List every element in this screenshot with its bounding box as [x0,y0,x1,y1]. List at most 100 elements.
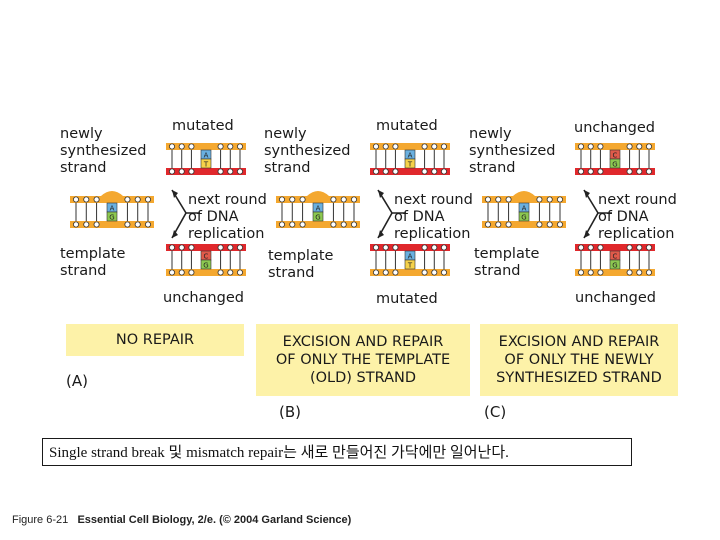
panel-a-top-duplex-node [227,168,234,175]
panel-a-top-duplex-node [178,143,185,150]
panel-c-box: EXCISION AND REPAIR OF ONLY THE NEWLY SY… [480,324,678,396]
panel-c-bottom-duplex-base-top-letter: C [613,253,618,261]
panel-a-parent-duplex-node [144,221,151,228]
panel-c-parent-duplex-node [495,196,502,203]
panel-a-bottom-duplex-node [236,269,243,276]
panel-c-top-duplex-base-top-letter: C [613,152,618,160]
panel-b-parent-duplex-base-top-letter: A [316,205,321,213]
caption-box: Single strand break 및 mismatch repair는 새… [42,438,632,466]
panel-a-parent-duplex-node [93,221,100,228]
panel-a-parent-duplex-bottom-strand [70,221,154,228]
panel-a-bottom-duplex-base-top-letter: C [204,253,209,261]
panel-c-bottom-duplex-node [587,244,594,251]
panel-a-arrow-up-head [172,190,178,198]
panel-b-top-duplex-node [421,168,428,175]
panel-a-parent-duplex-base-bottom-letter: G [109,214,114,222]
panel-b-top-duplex-node [382,143,389,150]
panel-c-parent-duplex-node [505,196,512,203]
panel-a-bottom-duplex-base-bottom [200,259,212,270]
panel-b-parent-duplex-node [278,221,285,228]
panel-a-parent-duplex-node [134,221,141,228]
panel-b-bottom-duplex-node [421,244,428,251]
panel-b-bottom-duplex-node [382,269,389,276]
panel-a-bottom-duplex-node [236,244,243,251]
panel-b-top-duplex-base-bottom [404,158,416,169]
panel-c-bottom-duplex-node [578,269,585,276]
panel-b-bottom-duplex-node [440,244,447,251]
panel-a-top-label: mutated [172,118,234,134]
panel-c-bottom-duplex-node [646,269,653,276]
panel-b-parent-duplex-node [350,196,357,203]
panel-a-top-duplex-base-bottom [200,158,212,169]
panel-b-top-duplex-node [440,143,447,150]
panel-c-top-duplex-node [578,168,585,175]
panel-a-bottom-duplex-base-bottom-letter: G [203,262,208,270]
panel-b-parent-duplex-node [278,196,285,203]
panel-c-template-label: template strand [474,246,540,279]
panel-a-bottom-duplex-node [168,269,175,276]
panel-a-top-duplex-node [217,143,224,150]
panel-a-parent-duplex-node [73,196,80,203]
credit-prefix: Figure 6-21 [12,514,69,526]
panel-a-bottom-duplex-node [217,269,224,276]
panel-c-newly-label: newly synthesized strand [469,126,556,176]
panel-c-parent-duplex-node [484,196,491,203]
panel-c-arrow-up-head [584,190,590,198]
panel-c-top-duplex-node [597,168,604,175]
panel-b-newly-label: newly synthesized strand [264,126,351,176]
panel-c-letter: (C) [484,403,507,421]
panel-c-bottom-duplex-node [597,269,604,276]
panel-b-top-duplex-base-bottom-letter: T [407,161,413,169]
panel-c-parent-duplex-node [546,196,553,203]
panel-b-bottom-duplex-base-top-letter: A [408,253,413,261]
panel-b-bottom-duplex-top-strand [370,244,450,251]
panel-b-bottom-duplex-node [421,269,428,276]
panel-a-parent-duplex-node [124,196,131,203]
panel-b-parent-duplex-node [289,196,296,203]
panel-c-top-duplex-node [646,143,653,150]
panel-c-top-duplex-node [636,143,643,150]
panel-c-top-duplex-top-strand [575,143,655,150]
panel-a-parent-duplex-node [124,221,131,228]
credit-suffix: (© 2004 Garland Science) [219,514,352,526]
panel-c-parent-duplex-bottom-strand [482,221,566,228]
panel-c-bottom-duplex-node [587,269,594,276]
panel-a-arrow-down-head [172,230,178,238]
panel-a-box: NO REPAIR [66,324,244,356]
panel-b-parent-duplex-top-strand [276,196,360,203]
panel-b-top-label: mutated [376,118,438,134]
panel-a-parent-duplex-node [144,196,151,203]
panel-c-parent-duplex-base-bottom-letter: G [521,214,526,222]
panel-b-parent-duplex-node [289,221,296,228]
panel-a-bottom-label: unchanged [163,290,244,306]
panel-b-top-duplex-top-strand [370,143,450,150]
panel-c-bottom-duplex-node [578,244,585,251]
panel-c-top-label: unchanged [574,120,655,136]
panel-c-arrow-label: next round of DNA replication [598,192,677,242]
panel-b-top-duplex-bottom-strand [370,168,450,175]
panel-b-bottom-duplex-node [372,269,379,276]
panel-a-top-duplex-base-top-letter: A [204,152,209,160]
panel-c-top-duplex-node [626,168,633,175]
panel-a-parent-duplex-base-top-letter: A [110,205,115,213]
panel-c-parent-duplex-base-bottom [518,211,530,222]
panel-a-top-duplex-base-bottom-letter: T [203,161,209,169]
panel-a-parent-duplex-node [83,196,90,203]
panel-a-top-duplex-node [168,143,175,150]
panel-c-bottom-duplex-node [636,244,643,251]
panel-c-top-duplex-node [578,143,585,150]
panel-b-parent-duplex-bulge [307,191,329,196]
panel-b-bottom-duplex-node [382,244,389,251]
panel-b-bottom-duplex-node [392,269,399,276]
panel-a-top-duplex-node [188,143,195,150]
panel-b-top-duplex-node [440,168,447,175]
panel-a-letter: (A) [66,372,88,390]
panel-c-bottom-duplex-node [626,244,633,251]
panel-a-top-duplex-node [188,168,195,175]
panel-c-parent-duplex-node [484,221,491,228]
panel-c-top-duplex-node [587,168,594,175]
panel-b-arrow-down-head [378,230,384,238]
panel-b-top-duplex-node [382,168,389,175]
panel-c-parent-duplex-node [546,221,553,228]
